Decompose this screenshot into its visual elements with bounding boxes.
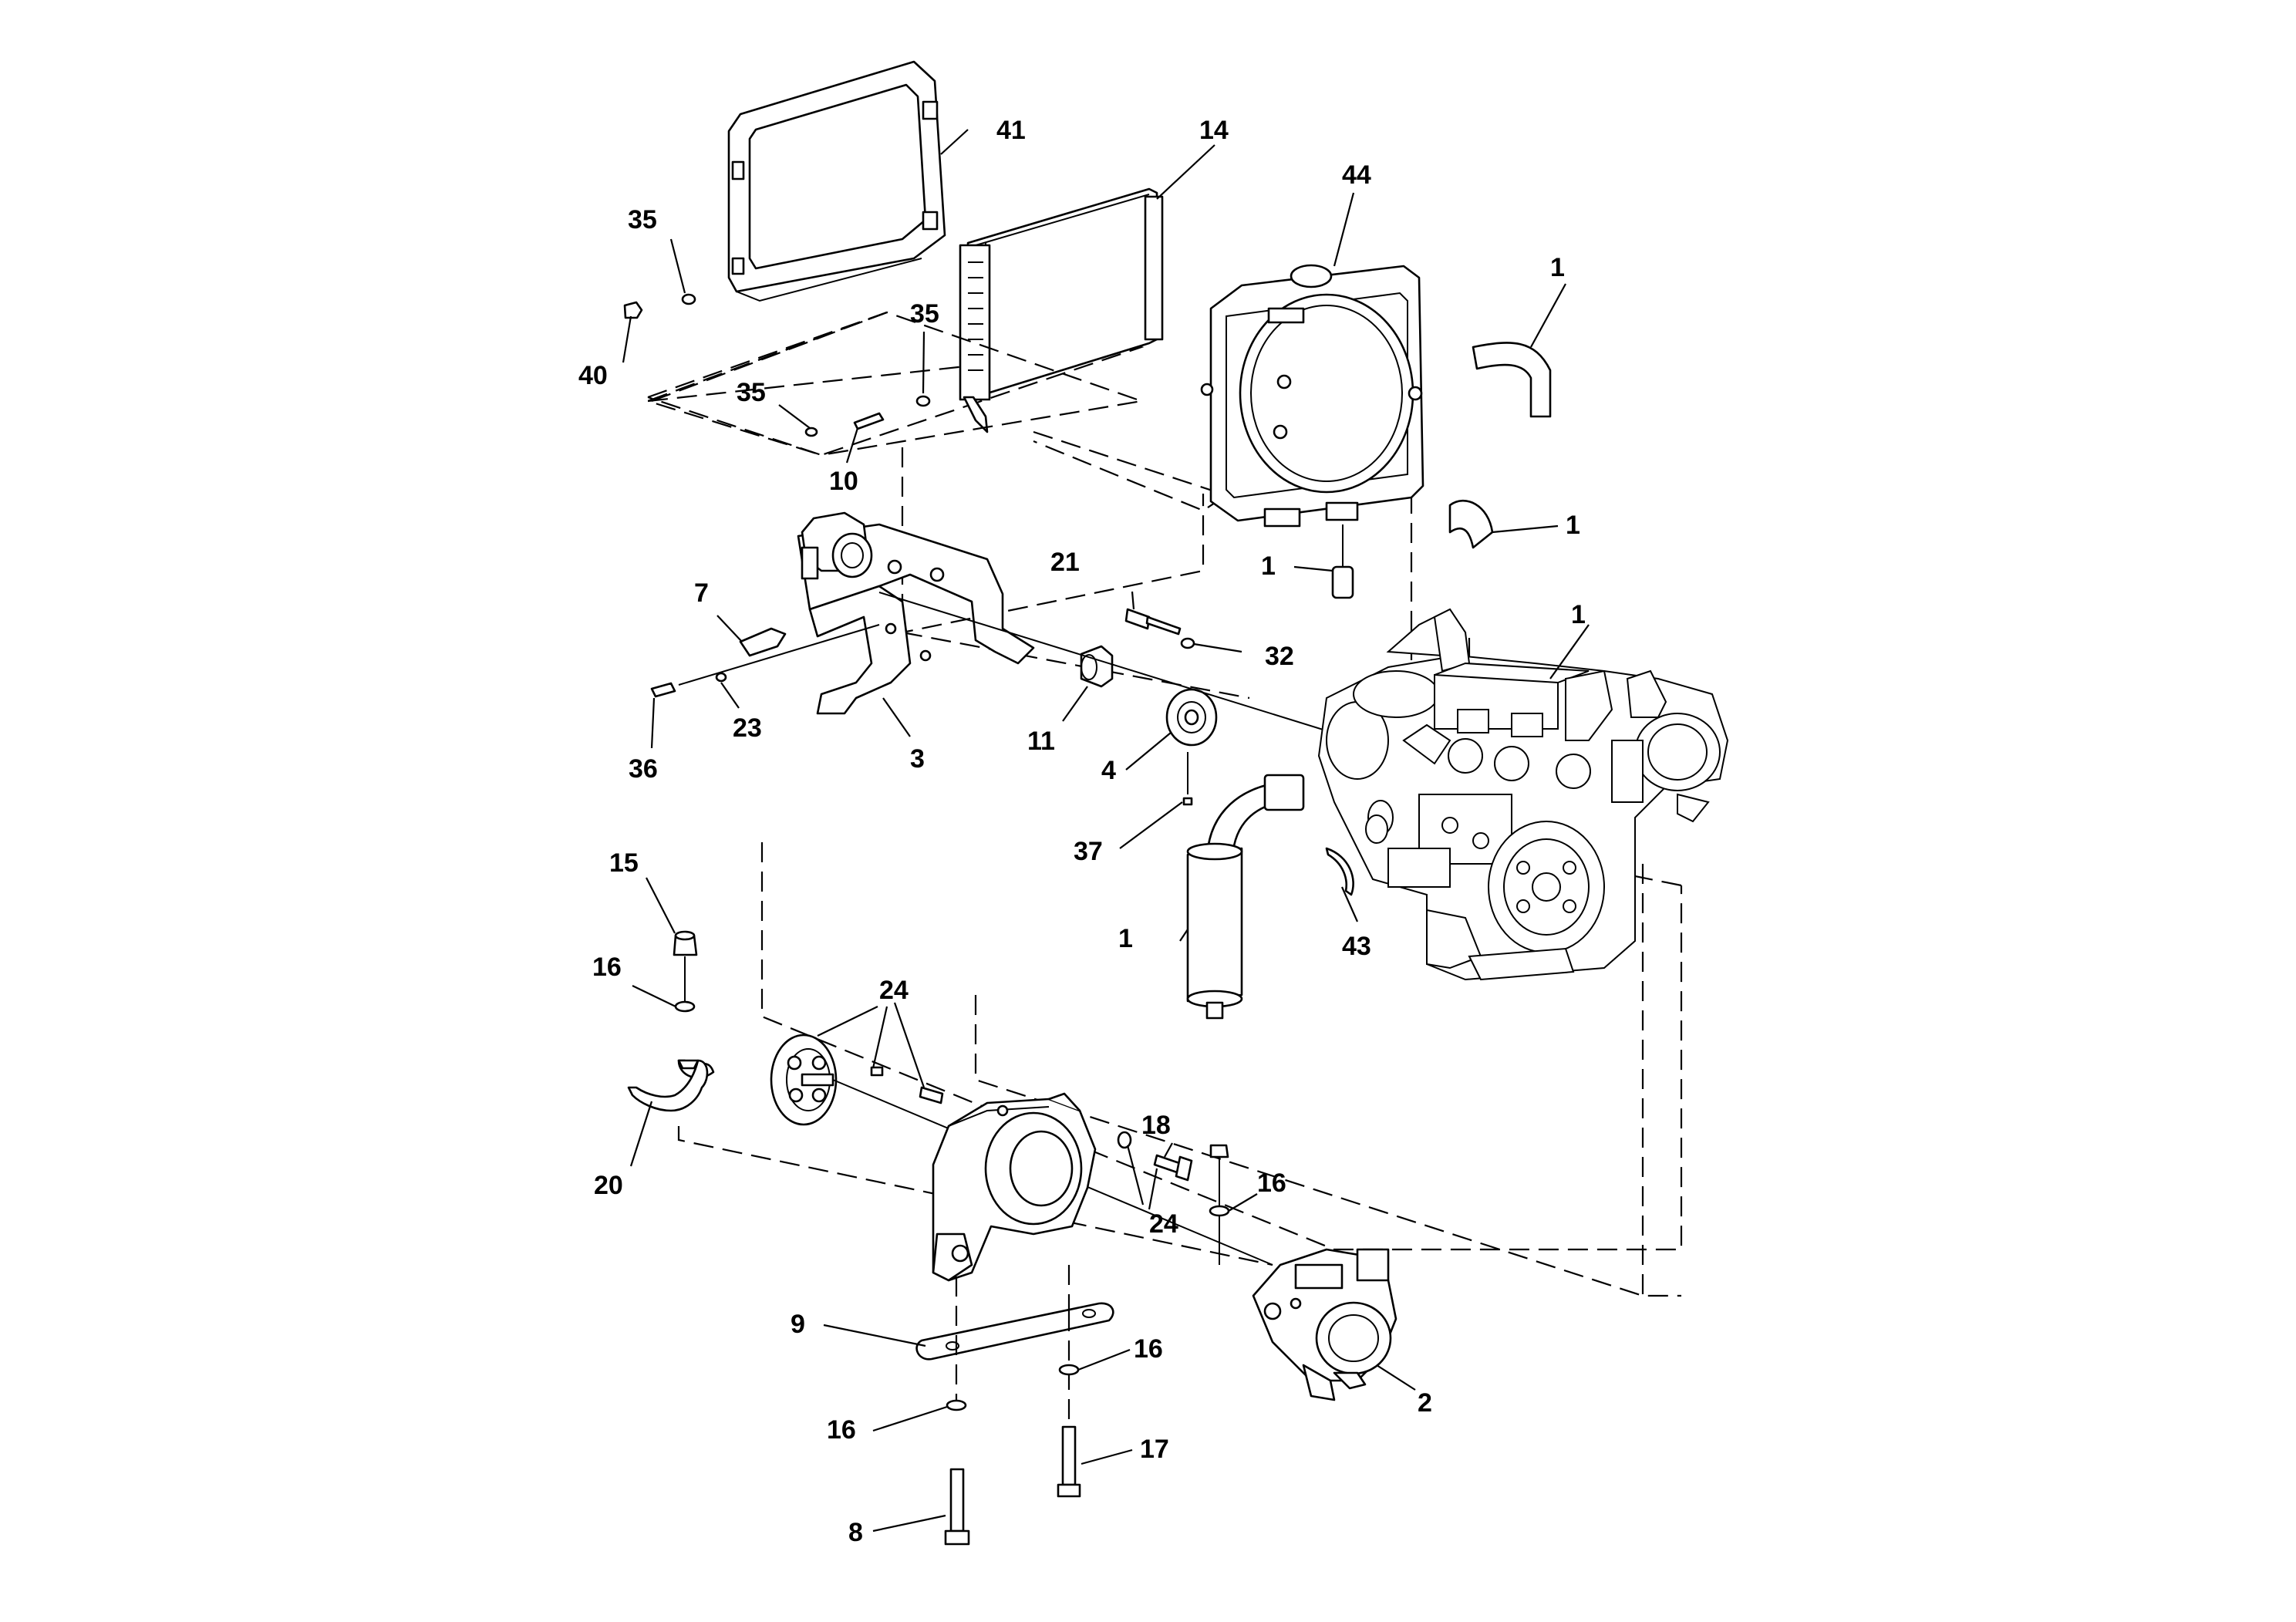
set-screw-part-24 (870, 1066, 884, 1077)
pump-motor-on-bracket (801, 511, 873, 580)
callout-41: 41 (996, 116, 1026, 145)
flange-part-4 (1165, 688, 1218, 747)
callout-labels: 41 14 44 35 35 35 40 10 1 1 1 1 1 21 32 … (578, 116, 1586, 1547)
callout-40: 40 (578, 361, 608, 390)
callout-18: 18 (1141, 1111, 1171, 1140)
washer-part-24-right (1117, 1131, 1132, 1149)
cap-part-15 (673, 930, 698, 956)
callout-14: 14 (1199, 116, 1229, 145)
callout-1-engine: 1 (1571, 600, 1586, 629)
coupler-part-11 (1080, 645, 1114, 688)
clamp-part-20 (627, 1059, 715, 1112)
washer-part-16-lower-right (1058, 1364, 1080, 1376)
washer-part-35-a (681, 293, 696, 305)
callout-37: 37 (1074, 837, 1103, 866)
radiator-part-44 (1200, 264, 1424, 528)
muffler-part-1 (1186, 774, 1305, 1020)
nut-part-40 (623, 301, 643, 319)
gasket-part-43 (1325, 847, 1354, 896)
callout-10: 10 (829, 467, 858, 496)
callout-36: 36 (629, 754, 658, 784)
callout-1-lower-hose: 1 (1566, 511, 1580, 540)
bolt-part-8 (944, 1468, 970, 1546)
pump-housing (932, 1092, 1097, 1282)
callout-16-b: 16 (1257, 1168, 1286, 1198)
callout-8: 8 (848, 1518, 863, 1547)
callout-3: 3 (910, 744, 925, 774)
callout-16-a: 16 (592, 953, 622, 982)
callout-11: 11 (1027, 727, 1055, 756)
bolt-part-36 (650, 682, 676, 698)
callout-9: 9 (791, 1310, 805, 1339)
callout-35-b: 35 (910, 299, 939, 329)
callout-1-muffler: 1 (1118, 924, 1133, 953)
callout-24-a: 24 (879, 976, 909, 1005)
callout-23: 23 (733, 713, 762, 743)
radiator-core-part-14 (959, 187, 1164, 433)
key-part-37 (1182, 752, 1193, 806)
washer-part-16-left (674, 1000, 696, 1013)
callout-1-upper-hose: 1 (1550, 253, 1565, 282)
engine-part-1 (1317, 608, 1729, 981)
callout-44: 44 (1342, 160, 1371, 190)
callout-1-drain: 1 (1261, 551, 1276, 581)
washer-part-35-b (915, 395, 931, 407)
bolt-part-21 (1124, 608, 1182, 636)
latch-part-7 (739, 627, 787, 657)
stud-part-10 (853, 412, 885, 430)
callout-35-a: 35 (628, 205, 657, 234)
callout-21: 21 (1050, 548, 1080, 577)
bolt-part-18 (1153, 1154, 1193, 1182)
cap-screw-part-24 (919, 1086, 944, 1104)
washer-part-16-pump (1209, 1205, 1230, 1217)
lower-radiator-hose-part-1 (1448, 500, 1494, 549)
callout-2: 2 (1418, 1388, 1432, 1418)
callout-20: 20 (594, 1171, 623, 1200)
coupling-flange-part-24 (770, 1034, 838, 1126)
washer-part-35-c (804, 427, 818, 437)
drain-fitting-part-1 (1331, 524, 1354, 599)
callout-4: 4 (1101, 756, 1116, 785)
fan-shroud-part-41 (727, 60, 946, 302)
washer-part-23 (715, 672, 727, 683)
callout-16-c: 16 (1134, 1334, 1163, 1364)
callout-24-b: 24 (1149, 1209, 1178, 1239)
callout-35-c: 35 (737, 378, 766, 407)
callout-17: 17 (1140, 1435, 1169, 1464)
hydraulic-pump-part-2 (1252, 1248, 1397, 1401)
callout-32: 32 (1265, 642, 1294, 671)
leader-lines (622, 129, 1590, 1533)
bolt-part-17 (1057, 1425, 1081, 1498)
callout-15: 15 (609, 848, 639, 878)
callout-43: 43 (1342, 932, 1371, 961)
washer-part-32 (1180, 637, 1195, 649)
washer-part-16-lower-left (946, 1399, 967, 1411)
callout-16-d: 16 (827, 1415, 856, 1445)
callout-7: 7 (694, 578, 709, 608)
mounting-plate-part-9 (915, 1302, 1114, 1361)
upper-radiator-hose-part-1 (1472, 342, 1552, 418)
nut-part-18 (1209, 1144, 1229, 1158)
